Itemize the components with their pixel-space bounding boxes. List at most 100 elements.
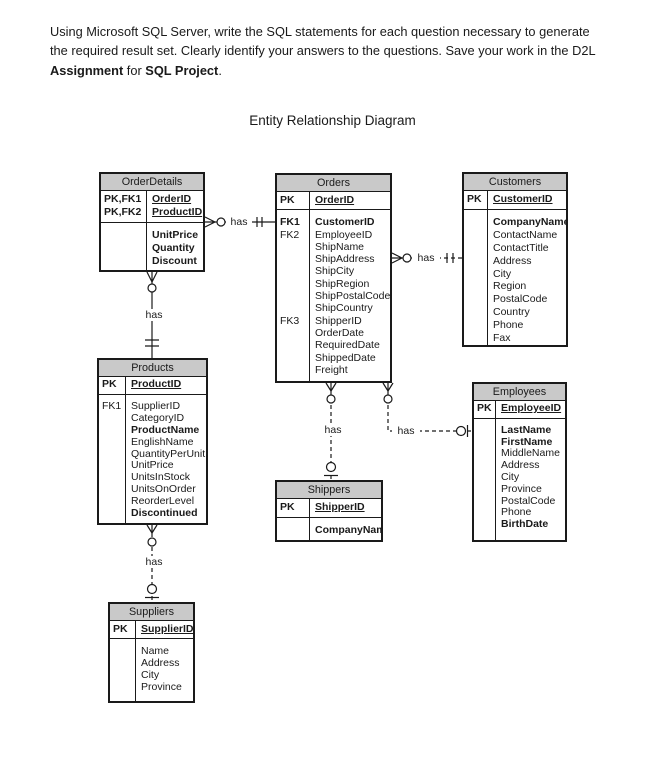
intro-line: the required result set. Clearly identif… xyxy=(50,41,596,60)
relationship-label: has xyxy=(226,216,252,228)
key-label: PK xyxy=(280,194,295,206)
entity-key-section: PK EmployeeID xyxy=(474,401,565,419)
field-label: UnitsInStock xyxy=(131,471,190,484)
field-label: City xyxy=(493,267,512,280)
crowfoot-icon xyxy=(391,252,403,264)
key-column: PK xyxy=(277,192,310,210)
key-label xyxy=(467,293,487,306)
key-label xyxy=(280,241,309,253)
field-label: UnitPrice xyxy=(152,229,199,241)
field-label: SupplierID xyxy=(131,399,181,412)
field-label: LastName xyxy=(501,423,552,436)
field-label: Province xyxy=(141,681,182,693)
key-label xyxy=(467,242,487,255)
diagram-title: Entity Relationship Diagram xyxy=(249,113,416,128)
key-label xyxy=(104,242,146,255)
optional-circle-icon xyxy=(146,583,158,595)
key-column xyxy=(474,418,496,540)
field-label: ShipAddress xyxy=(315,253,375,266)
intro-text-segment: for xyxy=(123,62,146,78)
key-label xyxy=(102,484,125,496)
intro-text-segment: Using Microsoft SQL Server, write the SQ… xyxy=(50,24,590,39)
crowfoot-icon xyxy=(146,271,158,283)
field-label: Discount xyxy=(152,255,197,267)
field-label: Discontinued xyxy=(131,507,198,520)
relationship-label: has xyxy=(319,424,347,436)
pk-field-label: ProductID xyxy=(131,378,182,390)
field-label: PostalCode xyxy=(493,293,548,306)
field-label: ShippedDate xyxy=(315,351,376,364)
field-label: City xyxy=(141,669,160,681)
field-label: ShipCountry xyxy=(315,302,373,315)
key-label xyxy=(280,253,309,265)
one-and-only-one-ticks-icon xyxy=(446,253,454,263)
field-column: SupplierID xyxy=(136,621,193,638)
key-label: FK2 xyxy=(280,228,300,241)
field-label: ShipperID xyxy=(315,314,362,327)
intro-line: Using Microsoft SQL Server, write the SQ… xyxy=(50,22,596,41)
field-label: Fax xyxy=(493,332,511,345)
key-label: PK,FK2 xyxy=(104,206,142,218)
entity-title: Shippers xyxy=(277,482,381,499)
entity-attribute-section: CompanyName xyxy=(277,518,381,540)
optional-circle-icon xyxy=(147,537,157,547)
intro-text-segment: Assignment xyxy=(50,62,124,78)
field-column: OrderID xyxy=(310,192,390,209)
field-label: BirthDate xyxy=(501,518,549,531)
field-label: Quantity xyxy=(152,242,195,254)
relationship-label: has xyxy=(412,252,440,264)
field-label: Phone xyxy=(493,319,524,332)
key-label xyxy=(467,216,487,229)
optional-circle-icon xyxy=(402,253,412,263)
pk-field-label: EmployeeID xyxy=(501,402,562,414)
key-label xyxy=(113,645,135,657)
key-label xyxy=(280,339,309,351)
field-label: UnitPrice xyxy=(131,459,174,472)
entity-title: OrderDetails xyxy=(101,174,203,191)
optional-circle-icon xyxy=(147,283,157,293)
field-label: UnitsOnOrder xyxy=(131,483,196,496)
field-label: CategoryID xyxy=(131,411,185,424)
key-label: PK,FK1 xyxy=(104,193,142,205)
optional-circle-icon xyxy=(216,217,226,227)
entity-title: Products xyxy=(99,360,206,377)
pk-field-label: ProductID xyxy=(152,206,203,218)
field-label: ReorderLevel xyxy=(131,495,195,508)
field-label: Name xyxy=(141,645,170,657)
key-label xyxy=(280,290,309,302)
entity-title: Orders xyxy=(277,175,390,192)
key-column: PK xyxy=(464,191,488,209)
field-column: CompanyName xyxy=(310,518,381,540)
field-label: ProductName xyxy=(131,423,200,436)
intro-paragraph: Using Microsoft SQL Server, write the SQ… xyxy=(50,22,596,80)
key-label xyxy=(477,519,495,531)
crowfoot-icon xyxy=(204,216,216,228)
key-column xyxy=(101,223,147,270)
key-label: FK1 xyxy=(102,399,122,412)
field-label: Address xyxy=(141,657,180,669)
key-label xyxy=(102,437,125,449)
field-label: MiddleName xyxy=(501,447,560,460)
key-label xyxy=(477,472,495,484)
key-label: PK xyxy=(477,402,492,414)
key-column xyxy=(277,518,310,540)
entity-shippers: ShippersPKShipperIDCompanyName xyxy=(275,480,383,542)
crowfoot-icon xyxy=(382,382,394,392)
key-label xyxy=(102,496,125,508)
key-label: PK xyxy=(280,501,295,513)
field-label: Address xyxy=(501,459,540,472)
relationship-label: has xyxy=(140,309,168,321)
